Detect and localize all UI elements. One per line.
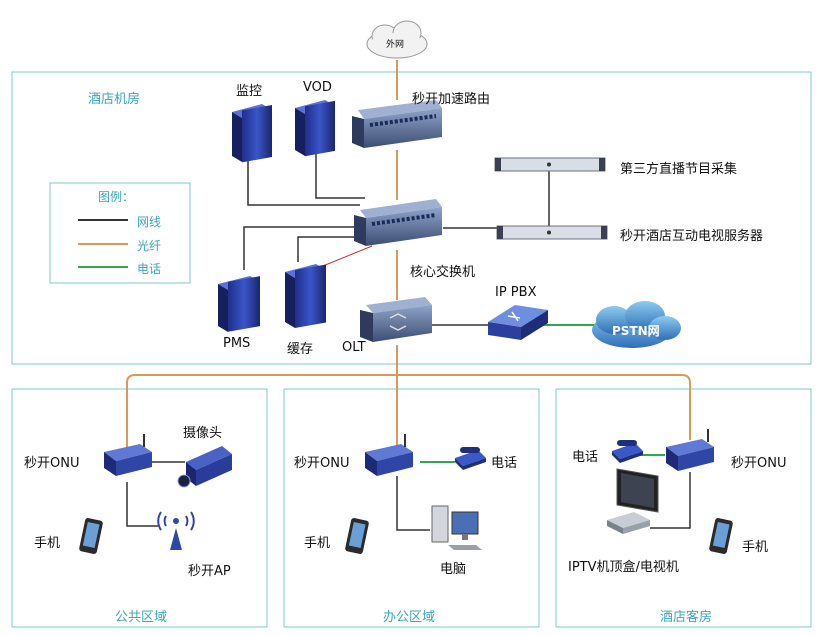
legend-phone-label: 电话 — [137, 262, 162, 276]
guest-onu-icon — [666, 429, 714, 471]
hotel-room-zone-label: 酒店机房 — [88, 92, 141, 107]
third-party-label: 第三方直播节目采集 — [620, 162, 738, 177]
computer-label: 电脑 — [440, 562, 467, 577]
guest-zone — [555, 388, 812, 628]
office-telephone-icon — [455, 447, 486, 470]
pms-server-icon — [218, 276, 260, 332]
legend-title: 图例： — [98, 190, 135, 204]
guest-onu-label: 秒开ONU — [731, 456, 787, 471]
vod-label: VOD — [303, 80, 332, 95]
pms-label: PMS — [223, 336, 251, 351]
third-party-rack-icon — [494, 157, 606, 172]
ip-pbx-label: IP PBX — [495, 285, 537, 300]
pstn-cloud-icon — [592, 301, 681, 348]
cache-label: 缓存 — [287, 342, 314, 357]
office-onu-label: 秒开ONU — [294, 456, 350, 471]
guest-mobile-label: 手机 — [742, 540, 769, 555]
monitor-label: 监控 — [236, 84, 263, 99]
public-onu-label: 秒开ONU — [24, 456, 80, 471]
guest-telephone-icon — [612, 440, 643, 463]
cache-link — [317, 245, 373, 269]
guest-zone-label: 酒店客房 — [660, 610, 713, 625]
legend-box — [49, 182, 191, 284]
fiber-links — [126, 60, 691, 450]
olt-label: OLT — [342, 340, 366, 355]
core-switch-icon — [354, 199, 442, 246]
office-mobile-label: 手机 — [304, 536, 331, 551]
set-top-box-icon — [607, 512, 650, 534]
router-label: 秒开加速路由 — [412, 92, 491, 107]
tv-icon — [616, 468, 659, 513]
office-mobile-icon — [345, 518, 369, 554]
router-icon — [352, 100, 442, 148]
olt-icon — [360, 297, 432, 342]
internet-cloud-icon — [366, 20, 428, 59]
guest-telephone-label: 电话 — [572, 450, 599, 465]
legend-fiber-label: 光纤 — [137, 239, 162, 253]
iptv-server-label: 秒开酒店互动电视服务器 — [620, 229, 764, 244]
vod-server-icon — [295, 100, 335, 157]
ethernet-links — [126, 150, 691, 531]
monitor-server-icon — [232, 104, 272, 163]
public-zone-label: 公共区域 — [115, 610, 168, 625]
guest-mobile-icon — [709, 518, 733, 554]
internet-label: 外网 — [386, 40, 405, 50]
office-zone — [283, 388, 540, 628]
public-zone — [11, 388, 268, 628]
wireless-ap-icon — [157, 511, 195, 550]
camera-icon — [177, 446, 232, 488]
ip-pbx-icon — [488, 305, 548, 340]
public-mobile-label: 手机 — [34, 536, 61, 551]
pstn-label: PSTN网 — [612, 324, 660, 338]
iptv-server-rack-icon — [496, 225, 608, 240]
ap-label: 秒开AP — [188, 564, 231, 579]
camera-label: 摄像头 — [183, 426, 223, 441]
office-telephone-label: 电话 — [491, 456, 518, 471]
computer-icon — [431, 505, 482, 550]
core-switch-label: 核心交换机 — [410, 265, 476, 280]
public-onu-icon — [104, 434, 152, 476]
office-zone-label: 办公区域 — [383, 610, 436, 625]
stb-tv-label: IPTV机顶盒/电视机 — [568, 560, 679, 575]
public-mobile-icon — [79, 518, 103, 554]
cache-server-icon — [285, 264, 326, 328]
hotel-room-zone — [11, 71, 812, 365]
office-onu-icon — [365, 434, 413, 476]
legend-cable-label: 网线 — [137, 215, 162, 229]
